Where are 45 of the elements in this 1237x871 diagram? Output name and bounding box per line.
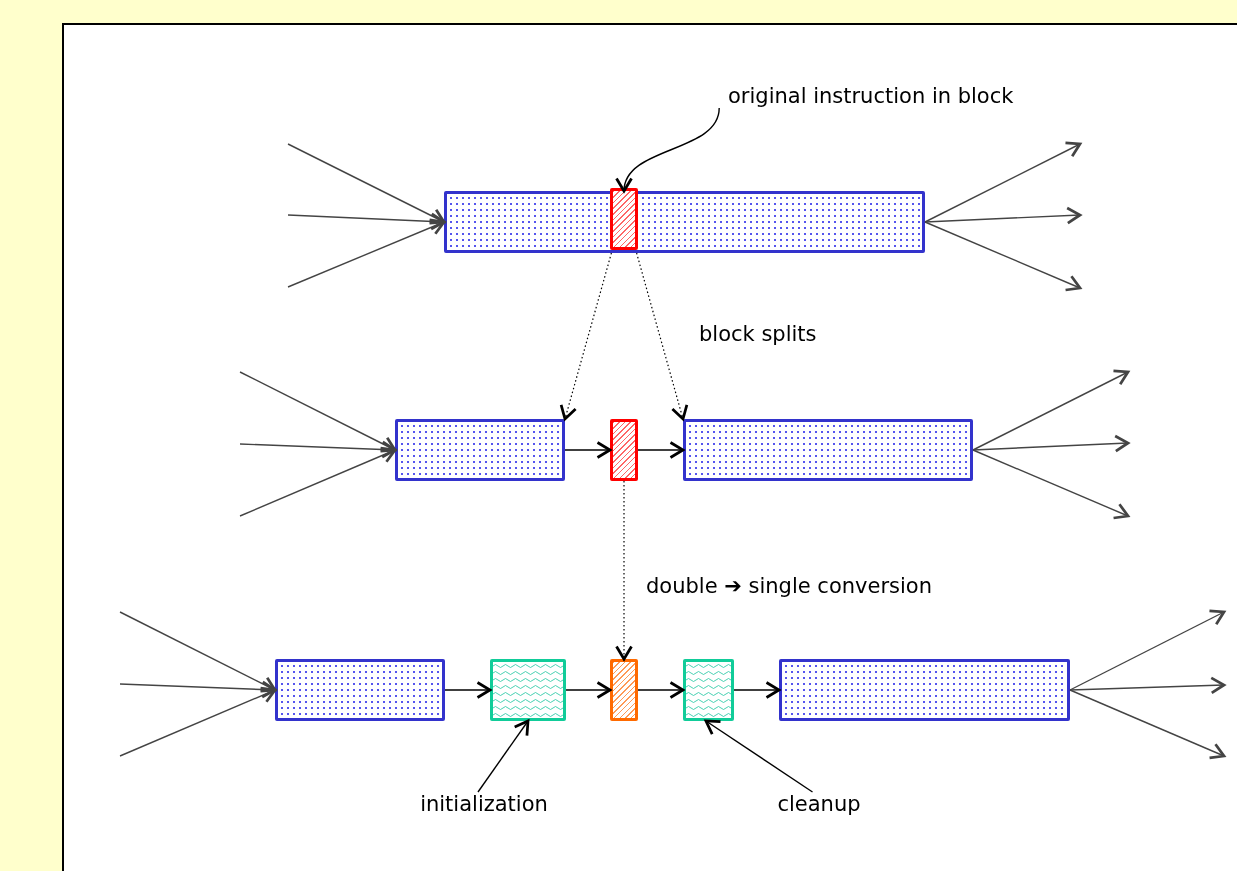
instruction-block — [610, 419, 638, 481]
arrow — [924, 221, 1082, 292]
arrow — [972, 369, 1130, 451]
dotted-arrow — [559, 252, 612, 421]
arrow — [1069, 689, 1226, 760]
code-block — [444, 191, 925, 253]
code-block — [779, 659, 1070, 721]
arrow — [1069, 676, 1226, 695]
arrow — [239, 446, 397, 517]
code-block — [683, 419, 973, 481]
arrow — [972, 449, 1130, 520]
arrow — [119, 611, 277, 693]
code-block — [395, 419, 565, 481]
arrow — [637, 681, 685, 699]
leader-line — [617, 107, 720, 193]
dotted-arrow — [636, 252, 689, 421]
arrow — [637, 441, 685, 459]
annotation-text: double ➔ single conversion — [646, 574, 932, 600]
leader-line — [477, 719, 530, 793]
callout-label: cleanup — [754, 792, 884, 818]
arrow — [733, 681, 781, 699]
callout-label: original instruction in block — [728, 84, 1168, 110]
arrow — [287, 212, 446, 231]
inserted-code-block — [683, 659, 734, 721]
arrow — [239, 440, 397, 459]
arrow — [119, 680, 277, 699]
leader-line — [704, 719, 814, 793]
dotted-arrow — [615, 480, 633, 661]
arrow — [1069, 609, 1226, 691]
converted-instruction-block — [610, 659, 638, 721]
code-block — [275, 659, 445, 721]
arrow — [564, 441, 612, 459]
arrow — [924, 206, 1082, 225]
callout-label: initialization — [384, 792, 584, 818]
arrow — [287, 143, 446, 225]
arrow — [972, 434, 1130, 453]
inserted-code-block — [490, 659, 566, 721]
arrow — [924, 141, 1082, 223]
arrow — [119, 686, 277, 757]
instruction-block — [610, 188, 638, 250]
arrow — [565, 681, 612, 699]
annotation-text: block splits — [699, 322, 817, 348]
arrow — [287, 218, 446, 288]
arrow — [239, 371, 397, 453]
arrow — [444, 681, 492, 699]
